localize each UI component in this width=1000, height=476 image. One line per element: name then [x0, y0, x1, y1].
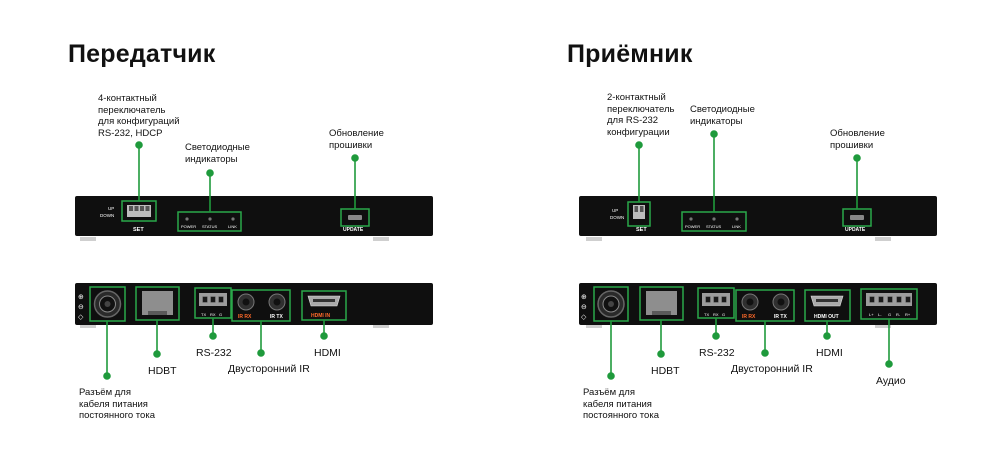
svg-text:R-: R-	[896, 312, 901, 317]
tx-ir-rx-jack	[237, 293, 255, 311]
svg-text:UP: UP	[612, 208, 618, 213]
svg-text:◇: ◇	[78, 313, 84, 321]
svg-text:UPDATE: UPDATE	[845, 227, 866, 233]
rx-dc-jack	[597, 290, 625, 318]
svg-text:RX: RX	[210, 312, 216, 317]
svg-text:STATUS: STATUS	[706, 224, 722, 229]
tx-down-mark: DOWN	[100, 213, 114, 218]
tx-leds-callout: Светодиодные индикаторы	[185, 142, 250, 165]
tx-update-mark: UPDATE	[343, 227, 364, 233]
tx-update-callout: Обновление прошивки	[329, 128, 384, 151]
tx-status-led	[208, 217, 212, 221]
tx-power-callout: Разъём для кабеля питания постоянного то…	[79, 387, 155, 421]
svg-text:HDMI IN: HDMI IN	[311, 313, 331, 319]
tx-switch-callout: 4-контактный переключатель для конфигура…	[98, 93, 180, 139]
svg-text:⊕: ⊕	[581, 293, 587, 301]
svg-text:POWER: POWER	[181, 224, 196, 229]
tx-ir-callout: Двусторонний IR	[228, 363, 310, 375]
rx-rear-panel: ⊕ ⊖ ◇ TX RX G IR RX IR TX HDMI OUT L+ L-…	[579, 283, 937, 328]
svg-text:HDMI OUT: HDMI OUT	[814, 314, 839, 320]
svg-text:G: G	[888, 312, 891, 317]
callout-leaders	[103, 130, 893, 380]
rx-usb-port	[850, 215, 864, 220]
rx-hdbt-callout: HDBT	[651, 365, 680, 377]
svg-text:TX: TX	[704, 312, 709, 317]
tx-rs232-callout: RS-232	[196, 347, 232, 359]
rx-power-callout: Разъём для кабеля питания постоянного то…	[583, 387, 659, 421]
svg-text:RX: RX	[713, 312, 719, 317]
svg-text:TX: TX	[201, 312, 206, 317]
svg-text:⊖: ⊖	[78, 303, 84, 311]
tx-dc-jack	[93, 290, 122, 318]
svg-text:SET: SET	[636, 227, 647, 233]
tx-usb-port	[348, 215, 362, 220]
rx-leds-callout: Светодиодные индикаторы	[690, 104, 755, 127]
svg-text:IR TX: IR TX	[774, 314, 787, 320]
rx-switch-callout: 2-контактный переключатель для RS-232 ко…	[607, 92, 675, 138]
svg-text:R+: R+	[905, 312, 911, 317]
svg-text:G: G	[722, 312, 725, 317]
tx-rear-panel: ⊕ ⊖ ◇ TX RX G IR RX IR TX HDMI IN	[75, 283, 433, 328]
rx-hdmi-callout: HDMI	[816, 347, 843, 359]
tx-hdbt-callout: HDBT	[148, 365, 177, 377]
tx-ir-tx-jack	[268, 293, 286, 311]
tx-link-led	[231, 217, 235, 221]
rx-rs232-callout: RS-232	[699, 347, 735, 359]
svg-text:IR RX: IR RX	[238, 314, 252, 320]
rx-audio-callout: Аудио	[876, 375, 906, 387]
tx-front-panel: UP DOWN SET POWER STATUS LINK UPDATE	[75, 196, 433, 241]
rx-ir-callout: Двусторонний IR	[731, 363, 813, 375]
rx-front-panel: UP DOWN SET POWER STATUS LINK UPDATE	[579, 196, 937, 241]
tx-up-mark: UP	[108, 206, 114, 211]
svg-text:LINK: LINK	[732, 224, 741, 229]
receiver-title: Приёмник	[567, 40, 693, 68]
tx-power-led	[185, 217, 189, 221]
svg-text:◇: ◇	[581, 313, 587, 321]
svg-text:L+: L+	[869, 312, 874, 317]
svg-text:IR RX: IR RX	[742, 314, 756, 320]
svg-text:G: G	[219, 312, 222, 317]
tx-set-mark: SET	[133, 227, 144, 233]
svg-text:⊕: ⊕	[78, 293, 84, 301]
svg-text:LINK: LINK	[228, 224, 237, 229]
svg-text:POWER: POWER	[685, 224, 700, 229]
transmitter-title: Передатчик	[68, 40, 216, 68]
svg-text:IR TX: IR TX	[270, 314, 283, 320]
svg-text:L-: L-	[878, 312, 882, 317]
svg-text:DOWN: DOWN	[610, 215, 624, 220]
rx-update-callout: Обновление прошивки	[830, 128, 885, 151]
tx-hdmi-callout: HDMI	[314, 347, 341, 359]
svg-text:⊖: ⊖	[581, 303, 587, 311]
svg-text:STATUS: STATUS	[202, 224, 218, 229]
